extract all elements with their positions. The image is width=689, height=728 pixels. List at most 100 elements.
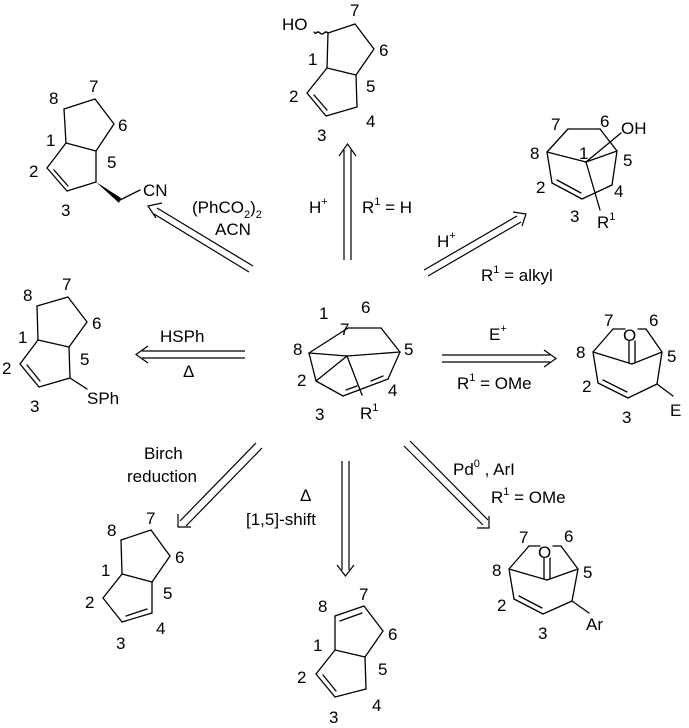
condition-label: [1,5]-shift: [246, 510, 316, 529]
atom-label: 2: [297, 371, 306, 390]
atom-label: 5: [404, 340, 413, 359]
atom-label: 5: [107, 153, 116, 172]
atom-label: 3: [61, 201, 70, 220]
reagent-label: (PhCO2)2: [192, 198, 262, 221]
atom-label: 8: [492, 561, 501, 580]
atom-label: 8: [23, 286, 32, 305]
atom-label: 7: [350, 1, 359, 20]
atom-label: 1: [313, 636, 322, 655]
atom-label: 7: [62, 275, 71, 294]
reagent-label: H+: [309, 196, 328, 217]
atom-label: 3: [116, 634, 125, 653]
group-label: CN: [143, 181, 168, 200]
arrow-upper-right: [423, 211, 527, 277]
atom-label: 5: [378, 660, 387, 679]
conditions-lower-left: Birch reduction: [127, 444, 197, 486]
atom-label: 3: [329, 708, 338, 727]
atom-label: 5: [623, 151, 632, 170]
atom-label: 7: [89, 77, 98, 96]
atom-label: 3: [538, 624, 547, 643]
atom-label: 6: [600, 112, 609, 131]
reagent-label: Birch: [144, 444, 183, 463]
atom-label: 2: [289, 87, 298, 106]
product-birch-diquinane: 8 7 6 1 5 2 4 3: [85, 509, 184, 653]
atom-label: 6: [92, 314, 101, 333]
reagent-label: HSPh: [160, 327, 204, 346]
carbonyl-oxygen: O: [623, 326, 636, 345]
condition-label: R1 = OMe: [457, 372, 532, 393]
atom-label: 2: [582, 377, 591, 396]
atom-label: 8: [293, 340, 302, 359]
atom-label: 3: [622, 408, 631, 427]
arrow-up: [338, 142, 357, 260]
atom-label: 7: [551, 115, 560, 134]
atom-label: 3: [30, 397, 39, 416]
atom-label: 5: [667, 347, 676, 366]
atom-label: 1: [579, 144, 588, 163]
conditions-left: HSPh Δ: [160, 327, 204, 381]
product-diene: 8 7 6 1 5 2 4 3: [297, 585, 397, 727]
product-aryl-ketone: O Ar 7 6 8 5 2 3: [492, 527, 603, 643]
conditions-down: Δ [1,5]-shift: [246, 486, 316, 529]
atom-label: 1: [308, 50, 317, 69]
arrow-down: [336, 461, 355, 577]
atom-label: 8: [318, 597, 327, 616]
condition-label: R1 = OMe: [491, 486, 566, 507]
group-label: OH: [621, 119, 647, 138]
condition-label: R1 = alkyl: [481, 264, 553, 285]
atom-label: 6: [379, 41, 388, 60]
arrow-upper-left: [147, 202, 254, 273]
atom-label: 4: [372, 696, 381, 715]
conditions-upper-left: (PhCO2)2 ACN: [192, 198, 262, 239]
substituent-r1: R1: [597, 211, 615, 232]
product-alcohol: HO 7 6 1 5 2 4 3: [282, 1, 388, 145]
condition-label: Δ: [183, 362, 194, 381]
arrow-lower-left: [177, 442, 263, 528]
atom-label: 7: [146, 509, 155, 528]
group-label: E: [670, 401, 681, 420]
carbonyl-oxygen: O: [538, 543, 551, 562]
atom-label: 4: [614, 182, 623, 201]
atom-label: 8: [530, 144, 539, 163]
atom-label: 3: [315, 405, 324, 424]
atom-label: 3: [317, 126, 326, 145]
atom-label: 6: [175, 548, 184, 567]
atom-label: 8: [107, 521, 116, 540]
group-label: HO: [282, 15, 308, 34]
atom-label: 8: [49, 89, 58, 108]
product-thioether: SPh 8 7 6 1 5 2 3: [2, 275, 119, 416]
atom-label: 5: [366, 77, 375, 96]
atom-label: 2: [536, 178, 545, 197]
atom-label: 1: [101, 561, 110, 580]
group-label: Ar: [586, 615, 603, 634]
atom-label: 4: [156, 619, 165, 638]
reagent-label: reduction: [127, 467, 197, 486]
atom-label: 6: [361, 298, 370, 317]
reagent-label: E+: [489, 323, 507, 344]
product-cyanomethyl: CN 8 7 6 1 5 2 3: [29, 77, 168, 220]
reagent-label: H+: [437, 230, 456, 251]
conditions-up: H+ R1 = H: [309, 196, 412, 217]
condition-label: Δ: [300, 486, 311, 505]
atom-label: 6: [388, 625, 397, 644]
atom-label: 6: [649, 311, 658, 330]
atom-label: 2: [85, 593, 94, 612]
atom-label: 4: [366, 112, 375, 131]
atom-label: 2: [2, 359, 11, 378]
group-label: SPh: [87, 389, 119, 408]
atom-label: 5: [583, 563, 592, 582]
product-bicyclic-alcohol: OH 7 6 8 1 5 2 4 3 R1: [530, 112, 647, 232]
conditions-right: E+ R1 = OMe: [457, 323, 532, 393]
atom-label: 7: [359, 585, 368, 604]
atom-label: 7: [519, 528, 528, 547]
substituent-r1: R1: [360, 402, 378, 423]
atom-label: 2: [29, 162, 38, 181]
conditions-upper-right: H+ R1 = alkyl: [437, 230, 553, 285]
central-molecule: 8 7 6 1 5 2 4 3 R1: [293, 298, 413, 424]
atom-label: 4: [388, 381, 397, 400]
atom-label: 1: [46, 131, 55, 150]
atom-label: 1: [18, 328, 27, 347]
condition-label: R1 = H: [362, 196, 412, 217]
